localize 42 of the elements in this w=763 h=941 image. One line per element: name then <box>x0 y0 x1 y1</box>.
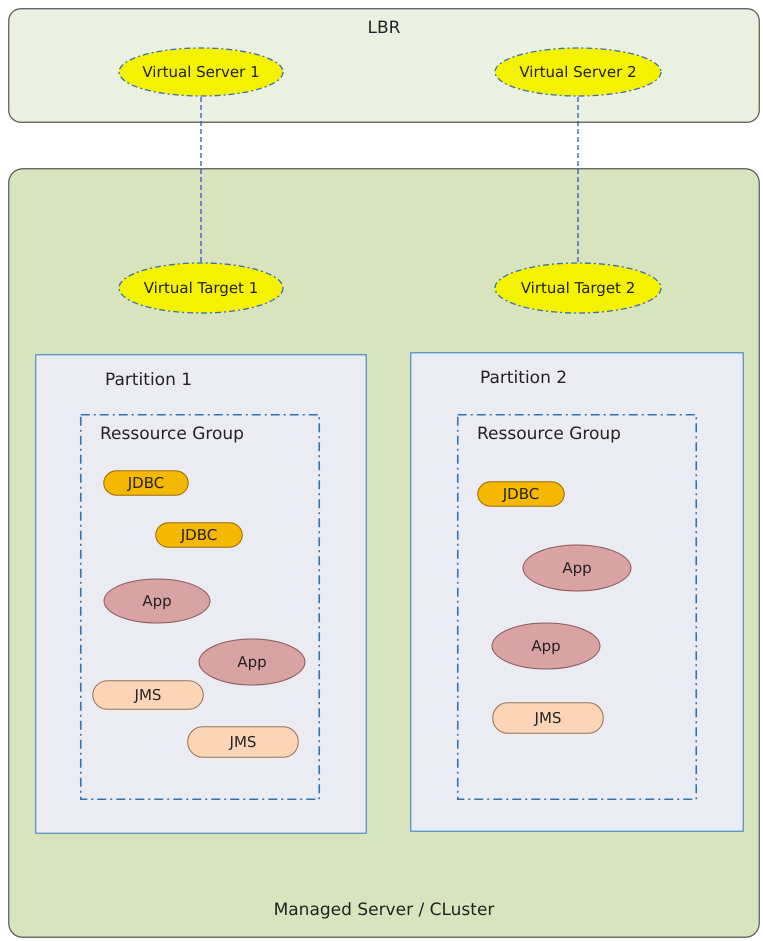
partition-box <box>410 352 744 832</box>
item-label: JMS <box>230 733 256 751</box>
item-label: App <box>237 653 267 671</box>
item-label: App <box>142 592 172 610</box>
resource-group-box <box>80 414 320 800</box>
jdbc-pill <box>103 470 189 496</box>
item-label: App <box>531 637 561 655</box>
cluster-panel <box>8 168 760 938</box>
partition-box <box>35 354 367 834</box>
jms-pill <box>187 726 299 758</box>
app-ellipse <box>103 578 211 624</box>
virtual-target-ellipse <box>494 262 662 314</box>
item-label: JMS <box>534 709 562 727</box>
virtual-server-ellipse <box>494 47 662 97</box>
dashed-connector <box>577 97 579 262</box>
virtual-target-ellipse <box>118 262 284 314</box>
panel-title: Managed Server / CLuster <box>272 900 496 920</box>
item-label: App <box>562 559 592 577</box>
app-ellipse <box>491 622 601 670</box>
virtual-server-ellipse <box>118 47 284 97</box>
jms-pill <box>92 680 204 710</box>
ellipse-label: Virtual Server 2 <box>519 63 637 81</box>
jdbc-pill <box>155 522 243 548</box>
app-ellipse <box>522 544 632 592</box>
partition-title: Partition 2 <box>480 368 568 388</box>
band-title: LBR <box>366 18 402 38</box>
top-band <box>8 8 760 123</box>
partition-title: Partition 1 <box>105 370 192 390</box>
jdbc-pill <box>477 481 565 507</box>
item-label: JDBC <box>180 526 218 544</box>
group-title: Ressource Group <box>477 424 621 444</box>
resource-group-box <box>457 414 697 800</box>
item-label: JMS <box>134 686 162 704</box>
dashed-connector <box>200 97 202 262</box>
ellipse-label: Virtual Target 1 <box>144 279 258 297</box>
item-label: JDBC <box>128 474 164 492</box>
ellipse-label: Virtual Server 1 <box>142 63 260 81</box>
item-label: JDBC <box>502 485 540 503</box>
ellipse-label: Virtual Target 2 <box>520 279 636 297</box>
jms-pill <box>492 702 604 734</box>
app-ellipse <box>198 638 306 686</box>
group-title: Ressource Group <box>100 424 244 444</box>
